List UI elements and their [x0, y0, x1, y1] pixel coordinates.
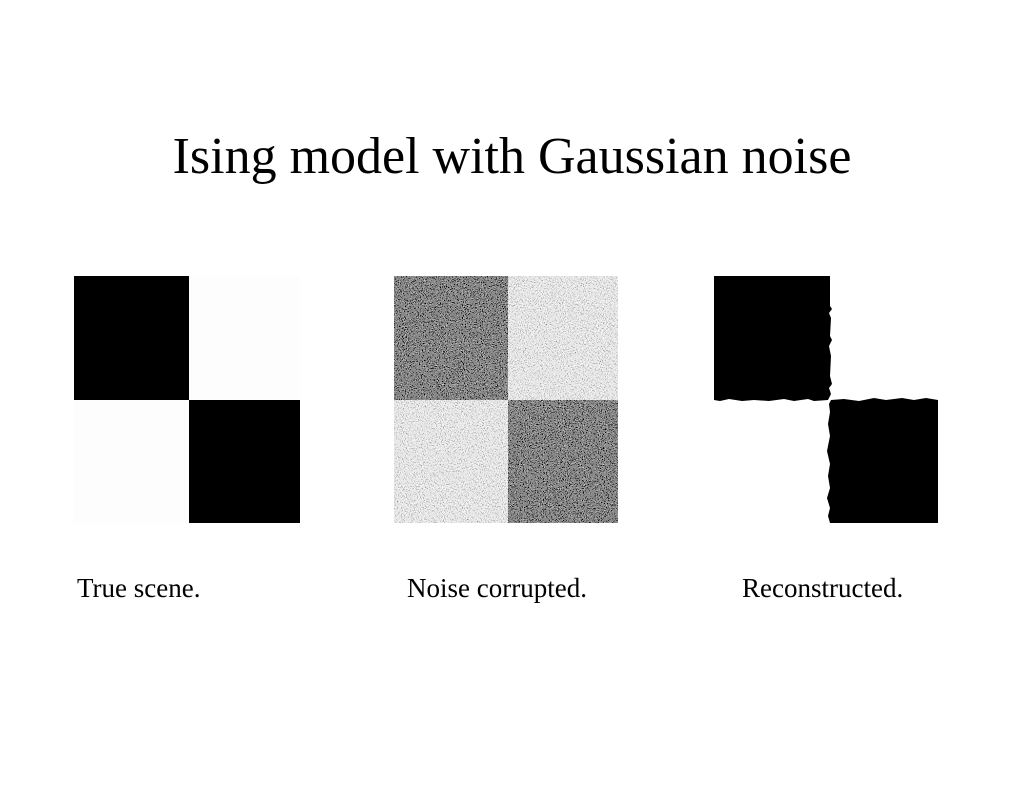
noisy-bottom-right-dark-region	[508, 400, 618, 523]
true-scene-image	[74, 276, 300, 523]
caption-noise-corrupted: Noise corrupted.	[407, 573, 587, 603]
noisy-top-left-dark-region	[394, 276, 508, 400]
true-scene-top-left-black	[74, 276, 189, 400]
true-scene-top-right-white	[189, 276, 300, 400]
noisy-bottom-left-light-region	[394, 400, 508, 523]
noisy-top-right-light-region	[508, 276, 618, 400]
reconstructed-bottom-right-black	[827, 398, 938, 523]
true-scene-bottom-left-white	[74, 400, 189, 523]
reconstructed-image	[714, 276, 938, 523]
caption-true-scene: True scene.	[77, 573, 201, 603]
reconstructed-top-left-black	[714, 276, 832, 401]
caption-reconstructed: Reconstructed.	[742, 573, 904, 603]
true-scene-bottom-right-black	[189, 400, 300, 523]
noise-corrupted-image	[394, 276, 618, 523]
slide-title: Ising model with Gaussian noise	[172, 128, 852, 185]
